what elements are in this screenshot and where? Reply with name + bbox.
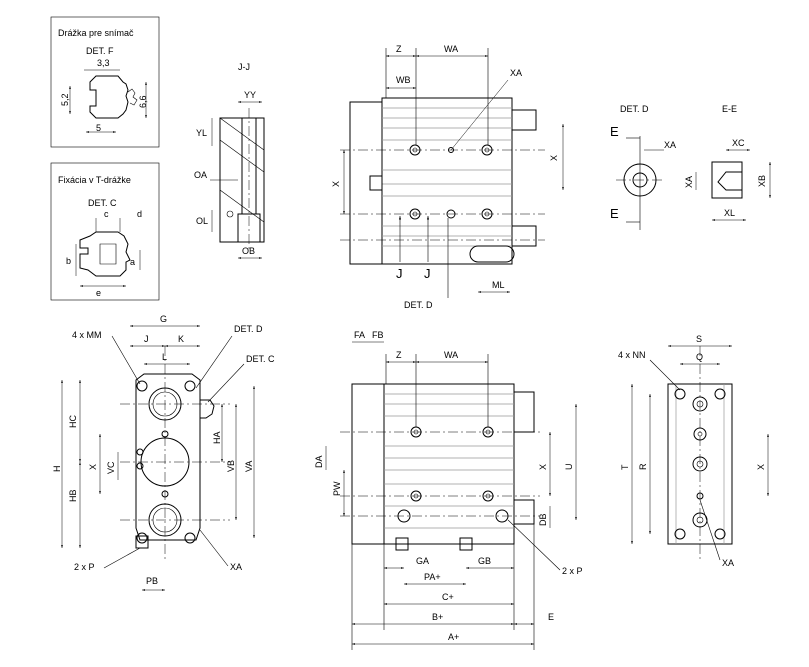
- front-l: L: [162, 352, 167, 362]
- sensor-groove-width-bottom: 5: [96, 123, 101, 133]
- front-h: H: [52, 466, 62, 473]
- front-pb: PB: [146, 576, 158, 586]
- side-db: DB: [538, 513, 548, 526]
- top-view-xa: XA: [510, 68, 522, 78]
- front-xa: XA: [230, 562, 242, 572]
- side-b: B+: [432, 612, 443, 622]
- section-e-e-xc: XC: [732, 138, 745, 148]
- front-mm: 4 x MM: [72, 330, 102, 340]
- top-view-z: Z: [396, 44, 402, 54]
- side-da: DA: [314, 455, 324, 468]
- side-gb: GB: [478, 556, 491, 566]
- detail-d-e-top: E: [610, 124, 619, 139]
- top-view-j1: J: [396, 266, 403, 281]
- front-hc: HC: [68, 415, 78, 428]
- rear-xa: XA: [722, 558, 734, 568]
- front-vc: VC: [106, 461, 116, 474]
- t-slot-fixing-detail-label: DET. C: [88, 198, 117, 208]
- top-view-det-d: DET. D: [404, 300, 433, 310]
- section-j-j-yy: YY: [244, 90, 256, 100]
- side-u: U: [564, 464, 574, 471]
- detail-d-title: DET. D: [620, 104, 649, 114]
- side-z: Z: [396, 350, 402, 360]
- section-e-e-title: E-E: [722, 104, 737, 114]
- detail-d: DET. D E E XA: [610, 104, 676, 230]
- side-fa: FA: [354, 330, 365, 340]
- top-view-wb: WB: [396, 75, 411, 85]
- sensor-groove-title: Drážka pre snímač: [58, 28, 134, 38]
- top-view-x-right: X: [549, 155, 559, 161]
- section-j-j-yl: YL: [196, 128, 207, 138]
- top-view-ml: ML: [492, 280, 505, 290]
- section-e-e-xl: XL: [724, 208, 735, 218]
- section-j-j-oa: OA: [194, 170, 207, 180]
- section-e-e-xb: XB: [757, 175, 767, 187]
- t-slot-fixing-box: Fixácia v T-drážke DET. C c d b a e: [50, 162, 160, 301]
- front-p: 2 x P: [74, 562, 95, 572]
- side-ga: GA: [416, 556, 429, 566]
- front-va: VA: [244, 461, 254, 472]
- rear-q: Q: [696, 352, 703, 362]
- detail-d-e-bottom: E: [610, 206, 619, 221]
- front-vb: VB: [226, 460, 236, 472]
- top-view: Z WA WB XA X X J J ML DET. D: [331, 44, 564, 310]
- side-e: E: [548, 612, 554, 622]
- side-view: FA FB Z WA DA PW X U DB GA GB PA+ C+ B+ …: [314, 330, 583, 650]
- rear-view: S Q 4 x NN T R X XA: [618, 334, 769, 568]
- front-ha: HA: [212, 431, 222, 444]
- side-pa: PA+: [424, 572, 441, 582]
- section-j-j-title: J-J: [238, 62, 250, 72]
- sensor-groove-height-right: 6,6: [138, 95, 148, 108]
- front-view: G J K L 4 x MM DET. D DET. C H HC HB X V…: [52, 314, 275, 591]
- t-slot-dim-d: d: [137, 209, 142, 219]
- top-view-x-left: X: [331, 181, 341, 187]
- sensor-groove-width-top: 3,3: [97, 58, 110, 68]
- top-view-wa: WA: [444, 44, 458, 54]
- side-x: X: [538, 464, 548, 470]
- top-view-j2: J: [424, 266, 431, 281]
- rear-t: T: [620, 464, 630, 470]
- side-wa: WA: [444, 350, 458, 360]
- front-k: K: [178, 334, 184, 344]
- side-c: C+: [442, 592, 454, 602]
- front-hb: HB: [68, 489, 78, 502]
- side-fb: FB: [372, 330, 384, 340]
- section-e-e: E-E XC XA XB XL: [684, 104, 771, 221]
- rear-s: S: [696, 334, 702, 344]
- section-e-e-xa: XA: [684, 176, 694, 188]
- side-pw: PW: [332, 481, 342, 496]
- t-slot-fixing-title: Fixácia v T-drážke: [58, 175, 131, 185]
- sensor-groove-detail-label: DET. F: [86, 46, 114, 56]
- t-slot-dim-b: b: [66, 256, 71, 266]
- front-x: X: [88, 464, 98, 470]
- front-det-d: DET. D: [234, 324, 263, 334]
- section-j-j-ob: OB: [242, 246, 255, 256]
- section-j-j: J-J YY YL OA OL OB: [194, 62, 265, 259]
- rear-nn: 4 x NN: [618, 350, 646, 360]
- side-p: 2 x P: [562, 566, 583, 576]
- front-det-c: DET. C: [246, 354, 275, 364]
- t-slot-dim-a: a: [130, 257, 135, 267]
- section-j-j-ol: OL: [196, 216, 208, 226]
- t-slot-dim-e: e: [96, 288, 101, 298]
- front-j: J: [144, 334, 149, 344]
- t-slot-dim-c: c: [104, 209, 109, 219]
- front-g: G: [160, 314, 167, 324]
- sensor-groove-box: Drážka pre snímač DET. F 3,3 5,2 6,6 5: [50, 16, 160, 148]
- rear-x: X: [756, 464, 766, 470]
- sensor-groove-height-left: 5,2: [60, 93, 70, 106]
- side-a: A+: [448, 632, 459, 642]
- detail-d-xa: XA: [664, 140, 676, 150]
- rear-r: R: [638, 463, 648, 470]
